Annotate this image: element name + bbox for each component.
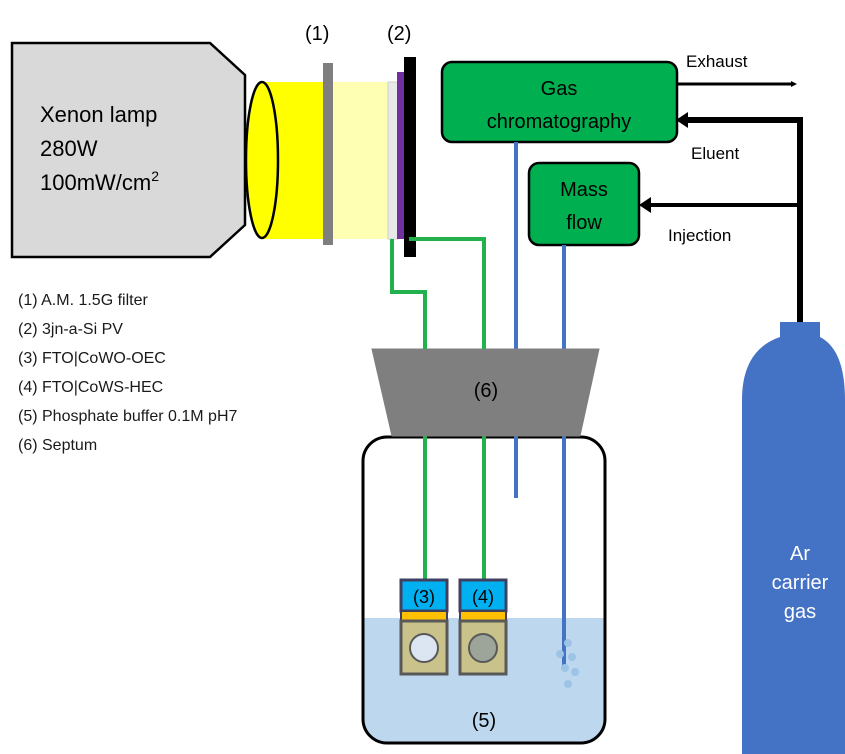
oec-top xyxy=(399,578,449,613)
legend-item: (3) FTO|CoWO-OEC xyxy=(18,350,166,367)
legend-item: (6) Septum xyxy=(18,437,98,454)
mfc-label-line1: Mass xyxy=(560,179,608,201)
electrode-hec: (4) xyxy=(458,578,508,676)
legend-item: (4) FTO|CoWS-HEC xyxy=(18,379,164,396)
cylinder-label-line1: Ar xyxy=(790,543,810,565)
ar-cylinder: Ar carrier gas xyxy=(742,322,845,754)
filtered-light-beam xyxy=(333,82,389,239)
mass-flow-box xyxy=(527,161,641,247)
injection-label: Injection xyxy=(668,226,731,245)
injection-arrowhead xyxy=(639,197,651,213)
bubble xyxy=(568,653,576,661)
hec-mark: (4) xyxy=(472,587,494,607)
lamp-label-line3: 100mW/cm2 xyxy=(40,168,159,195)
septum xyxy=(371,348,600,437)
buffer-mark: (5) xyxy=(472,710,496,732)
legend-item: (1) A.M. 1.5G filter xyxy=(18,292,148,309)
cylinder-label-line2: carrier xyxy=(772,572,829,594)
lamp-label-line2: 280W xyxy=(40,136,98,161)
hec-active-area xyxy=(468,633,498,663)
exhaust-label: Exhaust xyxy=(686,52,748,71)
gc-label-line2: chromatography xyxy=(487,111,632,133)
pv-glass xyxy=(387,81,399,240)
septum-mark: (6) xyxy=(474,380,498,402)
bubble xyxy=(564,639,572,647)
cylinder-label-line3: gas xyxy=(784,601,816,623)
lamp-label-line1: Xenon lamp xyxy=(40,102,157,127)
legend-item: (2) 3jn-a-Si PV xyxy=(18,321,123,338)
pv-purple-layer xyxy=(397,72,404,239)
component-legend: (1) A.M. 1.5G filter (2) 3jn-a-Si PV (3)… xyxy=(18,286,237,460)
lamp-body xyxy=(10,41,247,259)
pv-panel xyxy=(404,57,416,257)
pv-mark: (2) xyxy=(387,23,411,45)
bubble xyxy=(564,680,572,688)
carrier-main-line xyxy=(684,117,803,330)
filter-mark: (1) xyxy=(305,23,329,45)
bubble xyxy=(561,664,569,672)
legend-item: (5) Phosphate buffer 0.1M pH7 xyxy=(18,408,238,425)
oec-body xyxy=(399,619,449,676)
mfc-label-line2: flow xyxy=(566,212,602,234)
lamp-lens xyxy=(244,80,280,240)
xenon-lamp: Xenon lamp 280W 100mW/cm2 xyxy=(10,41,247,259)
am-filter xyxy=(323,63,333,245)
oec-active-area xyxy=(409,633,439,663)
cylinder-body xyxy=(742,322,845,754)
electrode-oec: (3) xyxy=(399,578,449,676)
eluent-label: Eluent xyxy=(691,144,739,163)
gas-bubbles xyxy=(556,639,579,688)
bubble xyxy=(556,650,564,658)
eluent-arrowhead xyxy=(676,112,688,128)
bubble xyxy=(571,668,579,676)
oec-mark: (3) xyxy=(413,587,435,607)
gas-chromatography-box xyxy=(440,60,679,144)
gc-label-line1: Gas xyxy=(541,78,578,100)
